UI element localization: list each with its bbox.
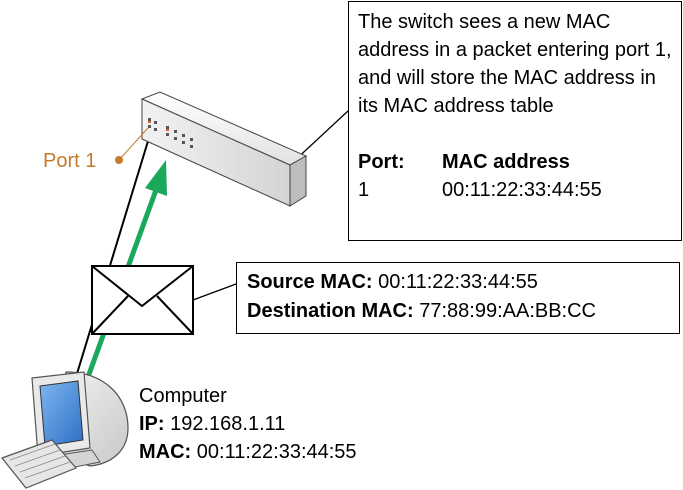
computer-mac-line: MAC: 00:11:22:33:44:55 bbox=[139, 438, 357, 466]
computer-mac-label: MAC: bbox=[139, 441, 192, 463]
computer-info: Computer IP: 192.168.1.11 MAC: 00:11:22:… bbox=[139, 382, 357, 466]
mac-table-mac-header: MAC address bbox=[442, 151, 570, 173]
source-mac-line: Source MAC: 00:11:22:33:44:55 bbox=[247, 268, 679, 297]
computer-icon bbox=[31, 371, 129, 471]
switch-icon bbox=[140, 91, 308, 207]
network-cable bbox=[71, 127, 153, 391]
source-mac-value: 00:11:22:33:44:55 bbox=[372, 271, 538, 293]
port-dot-icon bbox=[115, 156, 123, 164]
port-leader-line bbox=[118, 127, 149, 161]
source-mac-label: Source MAC: bbox=[247, 271, 373, 293]
computer-ip-value: 192.168.1.11 bbox=[164, 413, 286, 435]
destination-mac-value: 77:88:99:AA:BB:CC bbox=[413, 300, 596, 322]
computer-mac-value: 00:11:22:33:44:55 bbox=[191, 441, 357, 463]
packet-callout: Source MAC: 00:11:22:33:44:55 Destinatio… bbox=[236, 262, 680, 334]
mac-table-mac-value: 00:11:22:33:44:55 bbox=[442, 179, 602, 201]
computer-ip-label: IP: bbox=[139, 413, 165, 435]
keyboard-icon bbox=[1, 439, 78, 489]
switch-callout: The switch sees a new MAC address in a p… bbox=[348, 1, 682, 241]
switch-callout-description: The switch sees a new MAC address in a p… bbox=[358, 11, 672, 117]
destination-mac-line: Destination MAC: 77:88:99:AA:BB:CC bbox=[247, 297, 679, 326]
mac-table-row: 1 00:11:22:33:44:55 bbox=[358, 176, 681, 204]
mac-table-port-header: Port: bbox=[358, 151, 405, 173]
envelope-icon bbox=[91, 265, 194, 335]
packet-callout-pointer bbox=[192, 283, 237, 301]
mac-table-port-value: 1 bbox=[358, 179, 370, 201]
mac-table-header: Port: MAC address bbox=[358, 148, 681, 176]
destination-mac-label: Destination MAC: bbox=[247, 300, 414, 322]
computer-title: Computer bbox=[139, 385, 227, 407]
computer-ip-line: IP: 192.168.1.11 bbox=[139, 410, 357, 438]
port-label: Port 1 bbox=[43, 150, 97, 172]
